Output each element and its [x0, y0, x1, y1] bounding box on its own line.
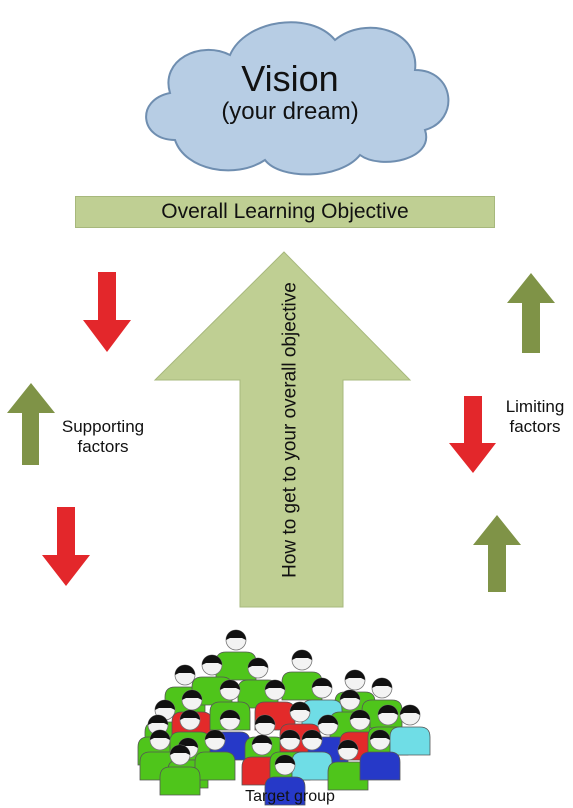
main-arrow-label: How to get to your overall objective [279, 282, 301, 578]
overall-objective-bar: Overall Learning Objective [75, 196, 495, 228]
limiting-factors-label: Limiting factors [490, 397, 573, 438]
crowd-person [264, 754, 306, 806]
limiting-label-line2: factors [509, 417, 561, 437]
crowd-person [359, 729, 401, 781]
left-green-arrow [7, 383, 55, 465]
main-up-arrow [153, 251, 412, 608]
left-red-arrow-top [83, 272, 131, 352]
crowd-person [281, 649, 323, 701]
crowd-person [159, 744, 201, 796]
crowd-person [389, 704, 431, 756]
target-group-label: Target group [245, 788, 335, 805]
right-green-arrow-top [507, 273, 555, 353]
vision-cloud [145, 21, 450, 176]
supporting-label-line2: factors [77, 437, 129, 457]
limiting-label-line1: Limiting [505, 397, 565, 416]
right-green-arrow-bottom [473, 515, 521, 592]
left-red-arrow-bottom [42, 507, 90, 586]
vision-subtitle: (your dream) [221, 98, 359, 125]
overall-objective-label: Overall Learning Objective [161, 200, 409, 223]
vision-title: Vision [241, 58, 339, 99]
crowd-person [327, 739, 369, 791]
target-group-crowd [137, 629, 431, 806]
crowd-person [194, 729, 236, 781]
crowd-person [291, 729, 333, 781]
supporting-factors-label: Supporting factors [48, 417, 158, 458]
right-red-arrow [449, 396, 496, 473]
supporting-label-line1: Supporting [61, 417, 145, 436]
